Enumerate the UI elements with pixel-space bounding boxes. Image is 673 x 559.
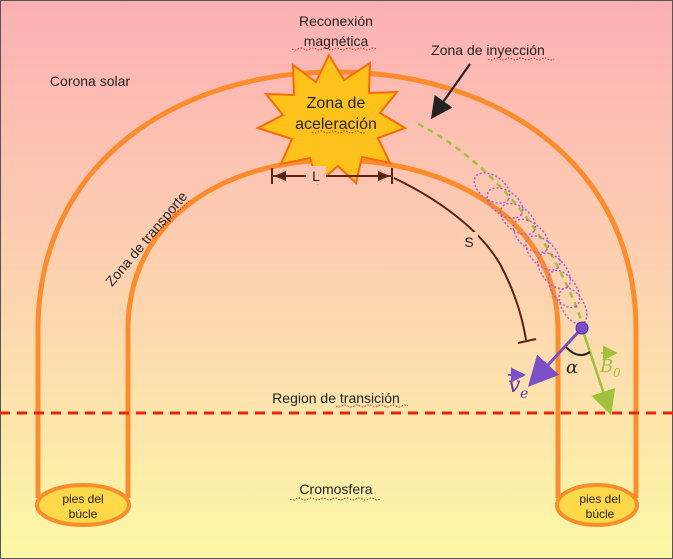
acceleration-star bbox=[255, 52, 408, 185]
label-reconexion-2: magnética bbox=[304, 33, 369, 49]
electron-spiral bbox=[473, 172, 588, 325]
l-ruler-arrow-right bbox=[378, 171, 390, 181]
label-cromosfera: Cromosfera bbox=[299, 481, 372, 497]
label-pies-der-2: búcle bbox=[586, 507, 615, 521]
ve-vector bbox=[527, 326, 584, 387]
label-reconexion-1: Reconexión bbox=[299, 13, 373, 29]
b0-vector bbox=[580, 327, 616, 416]
label-L: L bbox=[312, 168, 320, 184]
underline-inyeccion bbox=[487, 57, 555, 61]
underline-aceleracion bbox=[311, 130, 367, 134]
label-pies-izq-2: búcle bbox=[69, 507, 98, 521]
label-pies-der-1: pies del bbox=[579, 492, 620, 506]
underline-transicion bbox=[335, 404, 409, 408]
label-ve-sub: e bbox=[520, 386, 528, 402]
s-ruler bbox=[393, 177, 527, 341]
label-b0-sub: 0 bbox=[613, 366, 621, 380]
label-pies-izq-1: pies del bbox=[62, 492, 103, 506]
label-region-transicion: Region de transición bbox=[272, 390, 400, 406]
underline-transporte bbox=[149, 199, 191, 241]
footpoint-right bbox=[555, 483, 639, 527]
label-zona-inyeccion: Zona de inyección bbox=[431, 42, 545, 58]
label-b0-main: B bbox=[599, 356, 613, 377]
s-ruler-end-tick bbox=[517, 338, 537, 344]
electron-dot bbox=[575, 321, 589, 335]
label-alpha: α bbox=[566, 357, 578, 378]
label-zona-aceleracion-1: Zona de bbox=[307, 95, 366, 112]
label-zona-aceleracion-2: aceleración bbox=[295, 116, 377, 133]
label-corona-solar: Corona solar bbox=[50, 73, 130, 89]
label-S: S bbox=[464, 234, 473, 250]
field-line bbox=[417, 122, 586, 331]
footpoint-left bbox=[35, 483, 131, 527]
injection-arrow bbox=[430, 63, 471, 120]
alpha-arc bbox=[565, 346, 591, 357]
underline-cromosfera bbox=[289, 497, 381, 501]
l-ruler-arrow-left bbox=[274, 171, 286, 181]
label-ve: v e bbox=[508, 367, 528, 402]
label-b0: B 0 bbox=[599, 345, 621, 380]
